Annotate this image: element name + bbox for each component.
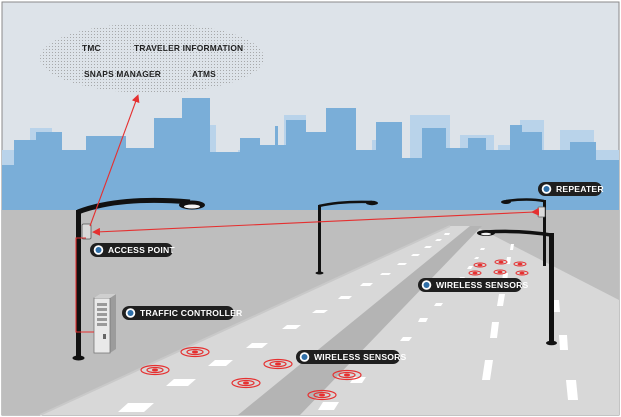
traffic-controller-cabinet [94,294,116,353]
network-cloud: TMC TRAVELER INFORMATION SNAPS MANAGER A… [40,23,264,93]
label-access-point-text: ACCESS POINT [108,245,175,255]
access-point-device [82,224,91,239]
cloud-dots [40,23,264,93]
cloud-item-snaps-manager: SNAPS MANAGER [84,69,161,79]
label-wireless-sensors-far: WIRELESS SENSORS [418,278,529,292]
label-traffic-controller-text: TRAFFIC CONTROLLER [140,308,243,318]
label-wireless-sensors-near: WIRELESS SENSORS [296,350,407,364]
label-wireless-sensors-near-text: WIRELESS SENSORS [314,352,407,362]
label-wireless-sensors-far-text: WIRELESS SENSORS [436,280,529,290]
label-traffic-controller: TRAFFIC CONTROLLER [122,306,243,320]
cloud-item-tmc: TMC [82,43,101,53]
label-repeater-text: REPEATER [556,184,604,194]
repeater-device [538,207,545,217]
cloud-item-atms: ATMS [192,69,216,79]
cloud-item-traveler-information: TRAVELER INFORMATION [134,43,243,53]
label-access-point: ACCESS POINT [90,243,175,257]
label-repeater: REPEATER [538,182,604,196]
